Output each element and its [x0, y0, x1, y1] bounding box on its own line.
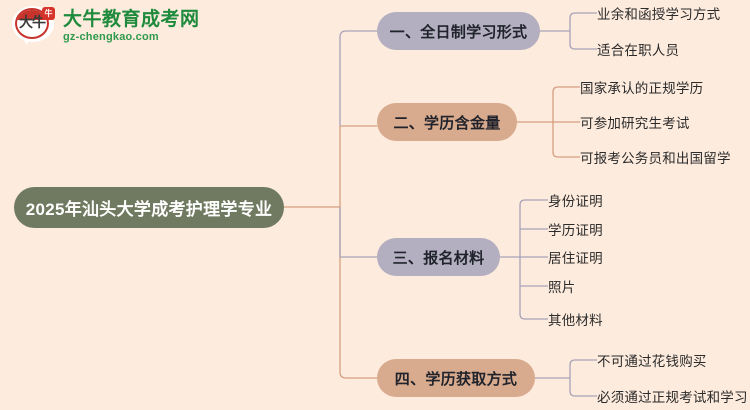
leaf-3-3: 居住证明: [548, 251, 603, 266]
leaf-2-3: 可报考公务员和出国留学: [580, 151, 731, 166]
branch-node-2-label: 二、学历含金量: [393, 114, 501, 132]
root-node-label: 2025年汕头大学成考护理学专业: [25, 200, 273, 219]
branch-node-1[interactable]: 一、全日制学习形式: [377, 12, 540, 50]
logo-badge: 牛: [42, 7, 55, 20]
site-url: gz-chengkao.com: [63, 31, 159, 44]
leaf-3-5: 其他材料: [548, 313, 603, 328]
leaf-1-2: 适合在职人员: [597, 43, 680, 58]
branch-node-2[interactable]: 二、学历含金量: [377, 103, 517, 141]
brand-name: 大牛教育成考网: [63, 9, 200, 31]
leaf-4-2: 必须通过正规考试和学习: [597, 390, 748, 405]
branch-node-4[interactable]: 四、学历获取方式: [377, 359, 535, 397]
branch-node-4-label: 四、学历获取方式: [394, 370, 518, 388]
branch-node-1-label: 一、全日制学习形式: [389, 23, 528, 41]
site-logo[interactable]: 大牛 牛 大牛教育成考网 gz-chengkao.com: [12, 6, 200, 48]
leaf-1-1: 业余和函授学习方式: [597, 7, 721, 22]
logo-bubble-icon: 大牛 牛: [12, 6, 56, 48]
leaf-2-2: 可参加研究生考试: [580, 116, 690, 131]
leaf-3-4: 照片: [548, 280, 576, 295]
branch-node-3[interactable]: 三、报名材料: [377, 238, 500, 276]
leaf-4-1: 不可通过花钱购买: [597, 354, 707, 369]
branch-node-3-label: 三、报名材料: [392, 249, 485, 267]
leaf-2-1: 国家承认的正规学历: [580, 81, 704, 96]
leaf-3-1: 身份证明: [548, 194, 603, 209]
logo-mark-text: 大牛: [19, 14, 46, 30]
mindmap-root-node[interactable]: 2025年汕头大学成考护理学专业: [14, 187, 284, 228]
leaf-3-2: 学历证明: [548, 223, 603, 238]
